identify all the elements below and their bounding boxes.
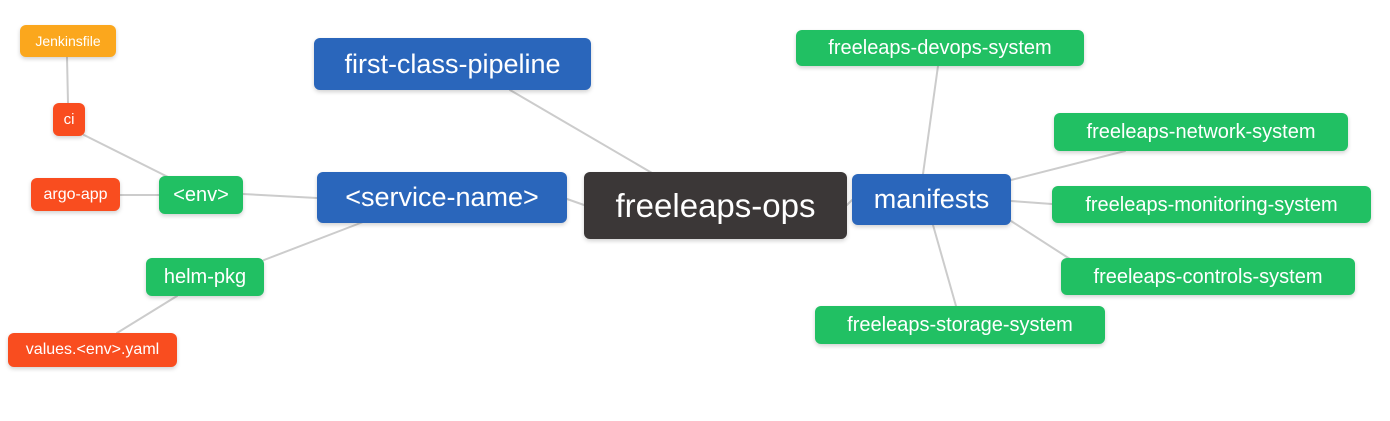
node-freeleaps-controls-system[interactable]: freeleaps-controls-system — [1061, 258, 1355, 295]
node-service-name[interactable]: <service-name> — [317, 172, 567, 223]
edge-manifests-to-freeleaps-storage-system — [932, 224, 957, 307]
node-env[interactable]: <env> — [159, 176, 243, 214]
edge-manifests-to-freeleaps-network-system — [1010, 150, 1126, 181]
edge-ci-to-env — [83, 134, 169, 178]
node-first-class-pipeline[interactable]: first-class-pipeline — [314, 38, 591, 90]
edge-helm-pkg-to-values-env-yaml — [116, 295, 178, 334]
node-freeleaps-ops[interactable]: freeleaps-ops — [584, 172, 847, 239]
edge-env-to-service-name — [242, 193, 318, 199]
node-values-env-yaml[interactable]: values.<env>.yaml — [8, 333, 177, 367]
edge-service-name-to-freeleaps-ops — [566, 198, 585, 206]
edge-manifests-to-freeleaps-controls-system — [1010, 220, 1071, 260]
edge-manifests-to-freeleaps-monitoring-system — [1010, 200, 1053, 205]
edge-first-class-pipeline-to-freeleaps-ops — [509, 89, 653, 174]
node-manifests[interactable]: manifests — [852, 174, 1011, 225]
node-ci[interactable]: ci — [53, 103, 85, 136]
node-freeleaps-storage-system[interactable]: freeleaps-storage-system — [815, 306, 1105, 344]
node-jenkinsfile[interactable]: Jenkinsfile — [20, 25, 116, 57]
node-helm-pkg[interactable]: helm-pkg — [146, 258, 264, 296]
node-freeleaps-monitoring-system[interactable]: freeleaps-monitoring-system — [1052, 186, 1371, 223]
edge-manifests-to-freeleaps-devops-system — [922, 65, 939, 175]
node-argo-app[interactable]: argo-app — [31, 178, 120, 211]
node-freeleaps-devops-system[interactable]: freeleaps-devops-system — [796, 30, 1084, 66]
edge-service-name-to-helm-pkg — [263, 221, 364, 261]
node-freeleaps-network-system[interactable]: freeleaps-network-system — [1054, 113, 1348, 151]
edge-freeleaps-ops-to-manifests — [846, 199, 853, 206]
edge-jenkinsfile-to-ci — [66, 56, 69, 104]
